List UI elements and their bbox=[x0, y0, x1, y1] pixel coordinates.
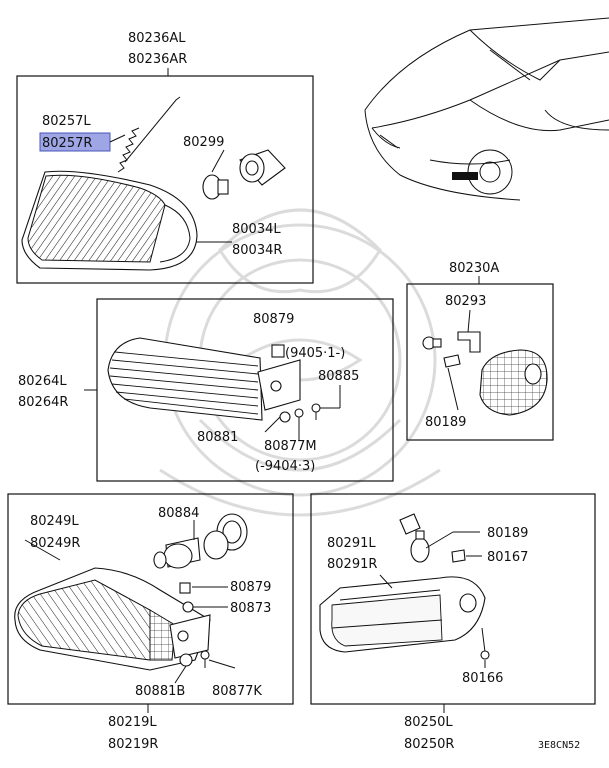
svg-text:80877M: 80877M bbox=[264, 439, 317, 454]
svg-text:80881B: 80881B bbox=[135, 684, 185, 699]
assy-label-80236al[interactable]: 80236AL bbox=[128, 31, 186, 46]
svg-text:3E8CN52: 3E8CN52 bbox=[538, 740, 580, 751]
part-80257r-highlighted[interactable]: 80257R bbox=[39, 132, 111, 152]
svg-text:80257R: 80257R bbox=[42, 136, 92, 151]
group-combination-lamp: 80219L 80219R 80249L 80249R bbox=[7, 493, 294, 752]
svg-text:80293: 80293 bbox=[445, 294, 486, 309]
group-side-marker: 80230A 80293 80189 bbox=[406, 261, 554, 441]
part-80167[interactable]: 80167 bbox=[487, 550, 528, 565]
part-80884[interactable]: 80884 bbox=[158, 506, 199, 521]
part-80257l[interactable]: 80257L bbox=[42, 114, 91, 129]
assy-label-80250r[interactable]: 80250R bbox=[404, 737, 454, 752]
assy-label-80264l[interactable]: 80264L bbox=[18, 374, 67, 389]
svg-text:80249L: 80249L bbox=[30, 514, 79, 529]
group-grille-lamp: 80264L 80264R 80879 (9405·1-) bbox=[18, 298, 394, 482]
svg-text:80885: 80885 bbox=[318, 369, 359, 384]
assy-label-80236ar[interactable]: 80236AR bbox=[128, 52, 187, 67]
part-80885[interactable]: 80885 bbox=[318, 369, 359, 384]
assy-label-80219l[interactable]: 80219L bbox=[108, 715, 157, 730]
part-80877k[interactable]: 80877K bbox=[212, 684, 262, 699]
side-marker-box bbox=[406, 283, 554, 441]
diagram-code: 3E8CN52 bbox=[538, 740, 580, 751]
svg-text:80034R: 80034R bbox=[232, 243, 282, 258]
part-80879-grille[interactable]: 80879 bbox=[253, 312, 294, 327]
part-80034r[interactable]: 80034R bbox=[232, 243, 282, 258]
front-turn-lamp-box bbox=[16, 75, 314, 284]
group-front-turn-lamp: 80236AL 80236AR 80257L 80257R 80299 bbox=[16, 31, 314, 284]
part-80291r[interactable]: 80291R bbox=[327, 557, 377, 572]
part-80189-marker[interactable]: 80189 bbox=[425, 415, 466, 430]
fog-lamp-box bbox=[310, 493, 596, 705]
part-80034l[interactable]: 80034L bbox=[232, 222, 281, 237]
svg-text:80189: 80189 bbox=[425, 415, 466, 430]
part-80249r[interactable]: 80249R bbox=[30, 536, 80, 551]
svg-text:80189: 80189 bbox=[487, 526, 528, 541]
assy-label-80264r[interactable]: 80264R bbox=[18, 395, 68, 410]
combination-lamp-box bbox=[7, 493, 294, 705]
date-range-to: (-9404·3) bbox=[255, 459, 315, 474]
part-80293[interactable]: 80293 bbox=[445, 294, 486, 309]
svg-text:80877K: 80877K bbox=[212, 684, 262, 699]
date-range-from: (9405·1-) bbox=[285, 346, 345, 361]
part-80877m[interactable]: 80877M bbox=[264, 439, 317, 454]
part-80879-combo[interactable]: 80879 bbox=[230, 580, 271, 595]
part-80249l[interactable]: 80249L bbox=[30, 514, 79, 529]
svg-text:80166: 80166 bbox=[462, 671, 503, 686]
assy-label-80230a[interactable]: 80230A bbox=[449, 261, 499, 276]
svg-text:80257L: 80257L bbox=[42, 114, 91, 129]
part-80881[interactable]: 80881 bbox=[197, 430, 238, 445]
svg-text:80291R: 80291R bbox=[327, 557, 377, 572]
svg-text:80249R: 80249R bbox=[30, 536, 80, 551]
assy-label-80219r[interactable]: 80219R bbox=[108, 737, 158, 752]
svg-text:80873: 80873 bbox=[230, 601, 271, 616]
svg-text:80881: 80881 bbox=[197, 430, 238, 445]
part-80189-fog[interactable]: 80189 bbox=[487, 526, 528, 541]
svg-text:80299: 80299 bbox=[183, 135, 224, 150]
svg-text:80879: 80879 bbox=[230, 580, 271, 595]
assy-label-80250l[interactable]: 80250L bbox=[404, 715, 453, 730]
svg-text:80291L: 80291L bbox=[327, 536, 376, 551]
part-80881b[interactable]: 80881B bbox=[135, 684, 185, 699]
group-fog-lamp: 80250L 80250R 80291L 80291R 80189 bbox=[310, 493, 596, 752]
svg-text:80884: 80884 bbox=[158, 506, 199, 521]
svg-text:80167: 80167 bbox=[487, 550, 528, 565]
part-80291l[interactable]: 80291L bbox=[327, 536, 376, 551]
part-80873[interactable]: 80873 bbox=[230, 601, 271, 616]
part-80166[interactable]: 80166 bbox=[462, 671, 503, 686]
car-front-illustration bbox=[364, 17, 609, 201]
svg-text:80034L: 80034L bbox=[232, 222, 281, 237]
part-80299[interactable]: 80299 bbox=[183, 135, 224, 150]
svg-text:80879: 80879 bbox=[253, 312, 294, 327]
